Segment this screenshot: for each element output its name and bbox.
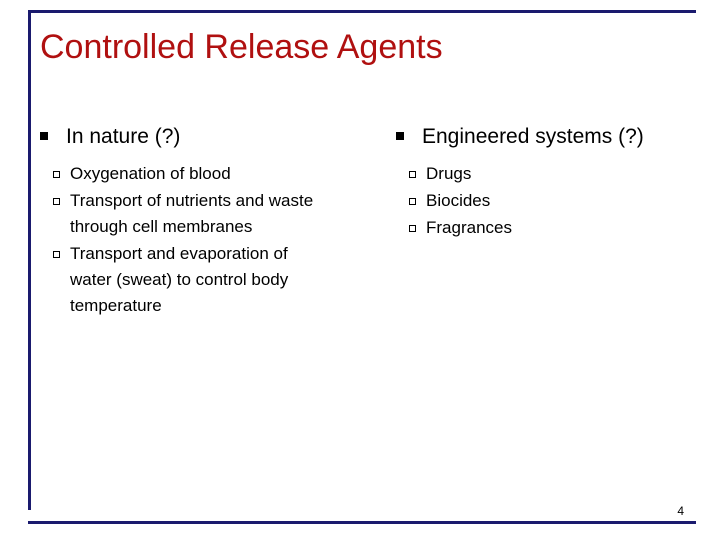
hollow-square-bullet-icon: [396, 215, 426, 241]
list-item-label: Drugs: [426, 164, 472, 183]
list-item-label: Transport and evaporation of water (swea…: [70, 244, 289, 315]
hollow-square-bullet-icon: [396, 188, 426, 214]
column-engineered-systems: Engineered systems (?) Drugs Biocides Fr…: [364, 124, 694, 320]
column-heading-row: In nature (?): [40, 124, 364, 150]
hollow-square-bullet-icon: [40, 241, 70, 267]
sub-list: Drugs Biocides Fragrances: [396, 161, 694, 241]
list-item-label: Biocides: [426, 191, 491, 210]
list-item: Oxygenation of blood: [40, 161, 364, 187]
hollow-square-bullet-icon: [396, 161, 426, 187]
list-item-label: Transport of nutrients and waste through…: [70, 191, 314, 236]
list-item: Fragrances: [396, 215, 694, 241]
sub-list: Oxygenation of blood Transport of nutrie…: [40, 161, 364, 319]
column-in-nature: In nature (?) Oxygenation of blood Trans…: [34, 124, 364, 320]
slide-title: Controlled Release Agents: [40, 28, 443, 66]
page-number: 4: [677, 504, 684, 518]
top-border-line: [28, 10, 696, 13]
content-columns: In nature (?) Oxygenation of blood Trans…: [34, 124, 694, 320]
hollow-square-bullet-icon: [40, 161, 70, 187]
list-item-label: Fragrances: [426, 218, 512, 237]
column-heading-row: Engineered systems (?): [396, 124, 694, 150]
list-item: Drugs: [396, 161, 694, 187]
list-item: Biocides: [396, 188, 694, 214]
column-heading-label: In nature (?): [66, 125, 181, 148]
list-item: Transport and evaporation of water (swea…: [40, 241, 364, 319]
filled-square-bullet-icon: [396, 125, 422, 147]
bottom-border-line: [28, 521, 696, 524]
left-border-line: [28, 10, 31, 510]
hollow-square-bullet-icon: [40, 188, 70, 214]
filled-square-bullet-icon: [40, 125, 66, 147]
list-item-label: Oxygenation of blood: [70, 164, 231, 183]
list-item: Transport of nutrients and waste through…: [40, 188, 364, 240]
column-heading-label: Engineered systems (?): [422, 125, 644, 148]
